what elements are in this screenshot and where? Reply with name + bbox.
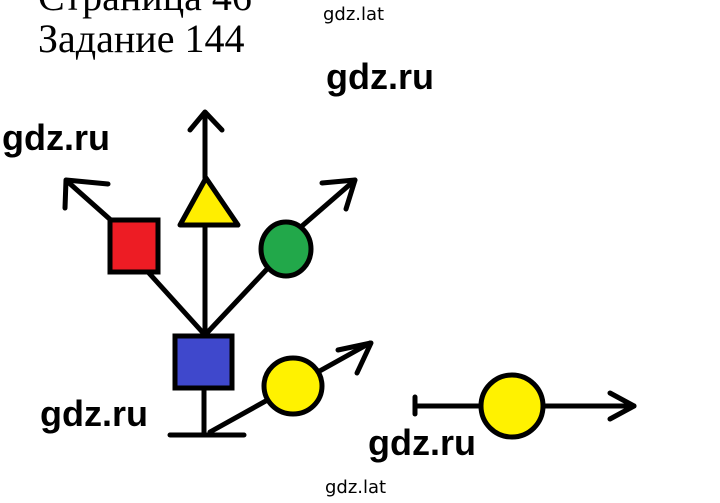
watermark-4: gdz.ru: [368, 422, 476, 463]
triangle-arrow-head: [187, 109, 225, 133]
watermark-3: gdz.ru: [40, 393, 148, 434]
green-circle: [258, 219, 314, 279]
yellow-circle-right: [478, 372, 546, 440]
watermark-top: gdz.lat: [323, 4, 385, 25]
yellow-circle-lower: [261, 355, 325, 417]
page-heading: Страница 46 Задание 144: [38, 0, 252, 60]
right-arrow-head: [607, 390, 637, 422]
watermark-2: gdz.ru: [2, 117, 110, 158]
blue-square: [172, 333, 235, 391]
green-circle-arrow-shaft: [299, 177, 358, 229]
green-circle-arrow-head: [319, 177, 358, 212]
red-square-arrow-head: [62, 177, 111, 211]
yellow-triangle: [177, 175, 241, 228]
red-square-arrow-shaft: [65, 179, 116, 225]
watermark-bottom: gdz.lat: [325, 477, 387, 498]
watermark-1: gdz.ru: [326, 56, 434, 97]
branch-to-red-square: [145, 269, 208, 338]
red-square: [107, 217, 161, 275]
branch-to-green-circle: [202, 265, 271, 338]
page-label: Страница 46: [38, 0, 252, 18]
yellow-circle-arrow-head: [335, 340, 374, 376]
task-label: Задание 144: [38, 16, 245, 61]
